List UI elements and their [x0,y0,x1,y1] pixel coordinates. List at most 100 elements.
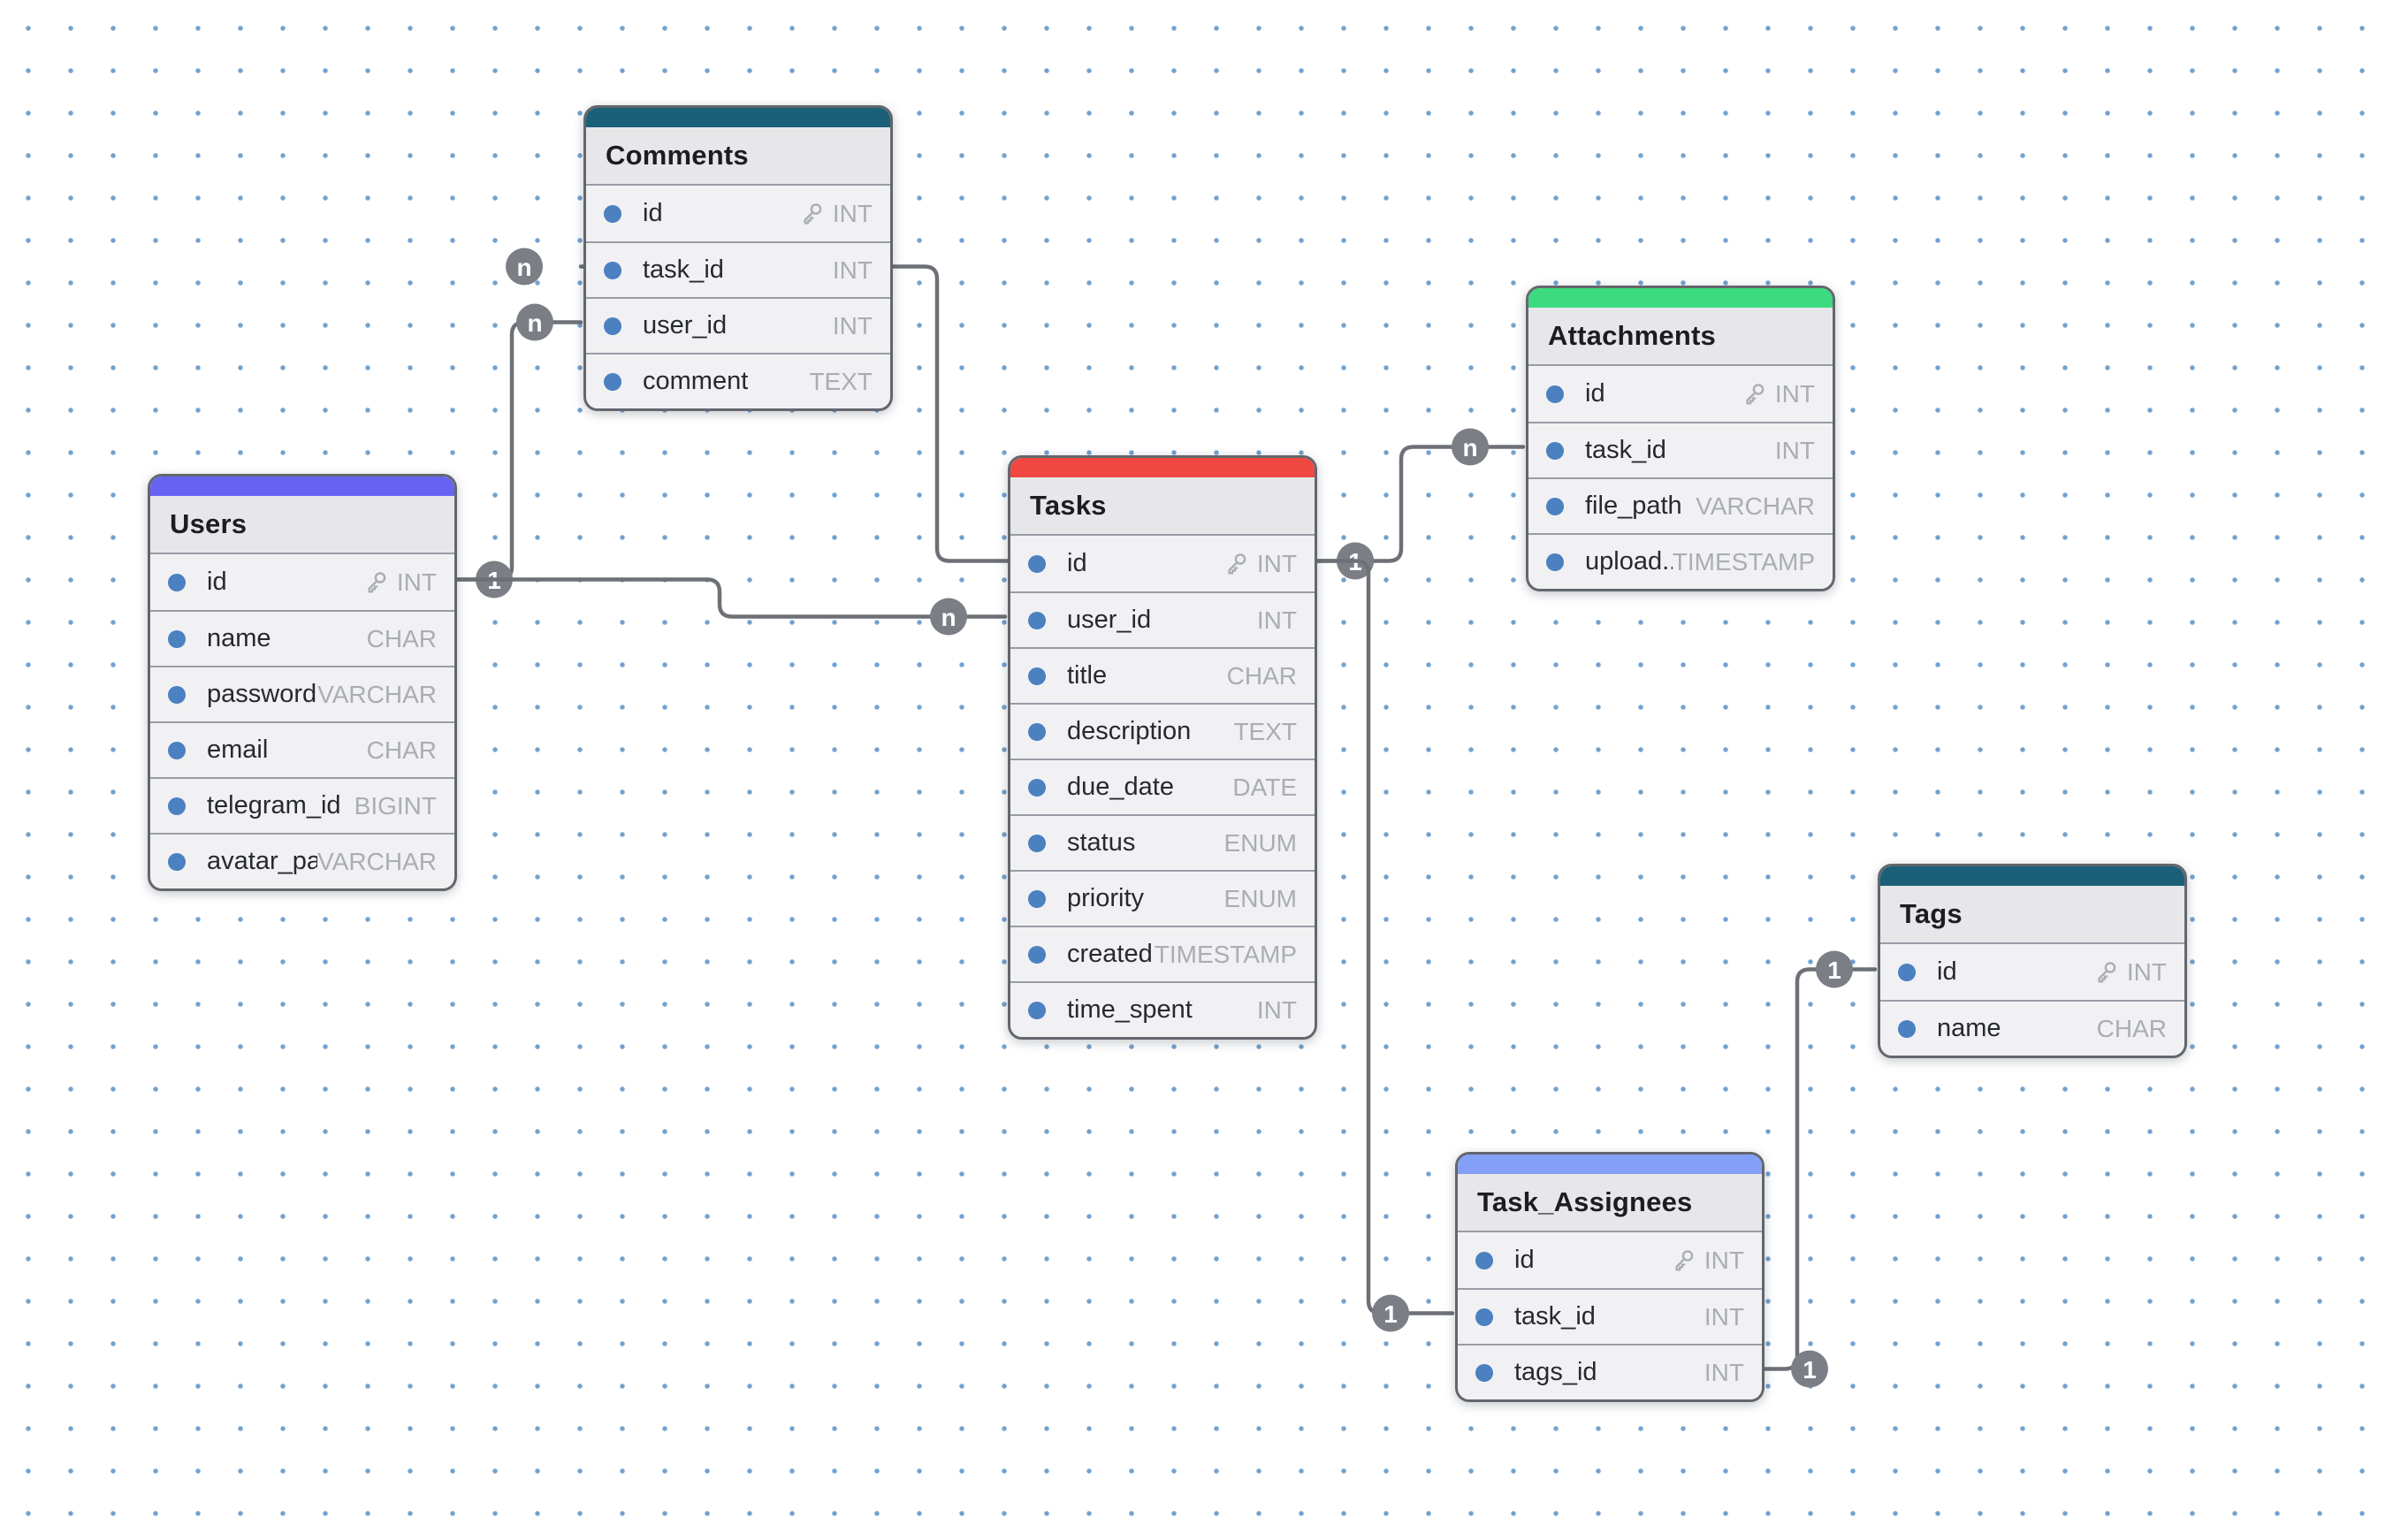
field-type-text: DATE [1232,773,1297,801]
field-dot [1028,945,1046,964]
field-type-text: BIGINT [354,791,437,820]
field-name: user_id [1067,606,1152,634]
field-name: email [207,736,269,764]
table-tags[interactable]: Tags id INT name CHAR [1878,864,2187,1058]
table-header[interactable]: Comments [586,127,890,186]
field-dot [1546,385,1564,403]
field-row[interactable]: telegram_id BIGINT [150,777,454,833]
field-name: name [1937,1014,2001,1042]
field-dot [1546,441,1564,460]
field-type: CHAR [367,625,437,653]
field-name: id [1937,957,1957,986]
field-row[interactable]: id INT [1880,944,2184,1000]
table-header[interactable]: Attachments [1528,308,1833,366]
primary-key-icon [2092,959,2119,986]
field-type: VARCHAR [317,681,437,709]
field-row[interactable]: email CHAR [150,721,454,777]
table-header[interactable]: Tasks [1010,477,1315,536]
table-header-color [1880,866,2184,886]
field-type: CHAR [367,736,437,765]
field-row[interactable]: description TEXT [1010,703,1315,759]
field-type-text: INT [832,199,873,227]
field-type: INT [2092,958,2167,987]
cardinality-badge: n [1452,428,1489,466]
cardinality-label: 1 [1803,1356,1817,1384]
field-row[interactable]: task_id INT [1528,422,1833,477]
field-dot [1475,1363,1493,1382]
field-row[interactable]: created...TIMESTAMP [1010,926,1315,981]
field-name: user_id [643,311,728,339]
relationship-line-users-tasks[interactable] [452,577,1008,619]
relationship-line-users-comments[interactable] [452,320,583,582]
field-type-text: INT [1704,1302,1744,1330]
field-name: tags_id [1514,1358,1597,1386]
cardinality-circle [1372,1294,1409,1332]
relationship-line-tags-task_assignees[interactable] [1759,967,1878,1371]
field-dot [1898,1019,1916,1038]
cardinality-circle [930,598,967,636]
field-type: VARCHAR [317,848,437,876]
table-header[interactable]: Task_Assignees [1458,1174,1762,1232]
field-type: CHAR [1227,662,1297,690]
field-name: task_id [1585,436,1666,464]
table-header[interactable]: Users [150,496,454,554]
field-type: INT [798,200,873,228]
field-type-text: VARCHAR [317,680,437,708]
field-row[interactable]: user_id INT [586,297,890,353]
field-name: upload... [1585,547,1673,576]
field-name: telegram_id [207,791,341,820]
cardinality-label: n [516,254,531,281]
field-dot [168,741,186,759]
table-header[interactable]: Tags [1880,886,2184,944]
field-type-text: TEXT [809,367,873,395]
field-dot [604,261,621,279]
field-name: id [1067,549,1087,577]
field-name: description [1067,717,1192,745]
relationship-line-tasks-attachments[interactable] [1312,445,1526,563]
field-type-text: INT [396,568,437,596]
field-dot [1028,667,1046,685]
primary-key-icon [798,201,825,227]
field-type: CHAR [2097,1015,2167,1043]
relationship-line-tasks-task_assignees[interactable] [1312,559,1455,1315]
relationship-line-tasks-comments[interactable] [578,264,1317,563]
primary-key-icon [1670,1247,1696,1274]
field-type-text: INT [1774,436,1815,464]
field-type: INT [833,312,873,340]
field-dot [1028,1001,1046,1019]
field-row[interactable]: upload...TIMESTAMP [1528,533,1833,589]
field-type-text: CHAR [366,624,437,652]
cardinality-circle [1816,950,1853,988]
field-row[interactable]: avatar_pa...VARCHAR [150,833,454,888]
field-type: TEXT [1233,718,1297,746]
field-row[interactable]: name CHAR [1880,1000,2184,1056]
field-type-text: VARCHAR [317,847,437,875]
cardinality-circle [1452,428,1489,466]
field-type: BIGINT [354,792,437,820]
